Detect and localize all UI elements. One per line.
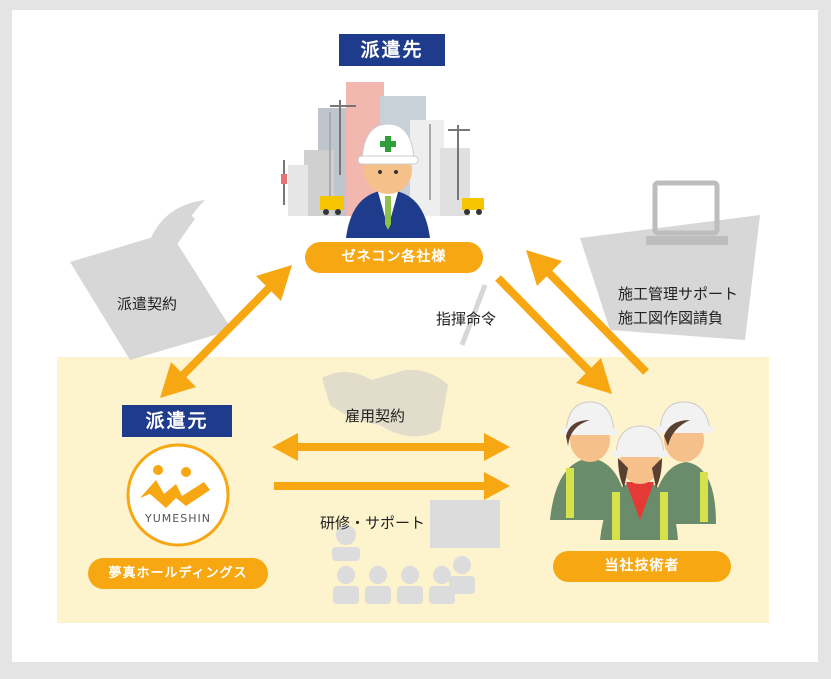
training-label: 研修・サポート bbox=[320, 514, 426, 532]
dispatcher-label: 派遣元 bbox=[122, 405, 232, 437]
dispatch-contract-label: 派遣契約 bbox=[117, 295, 178, 313]
command-label: 指揮命令 bbox=[436, 310, 497, 328]
client-label: 派遣先 bbox=[339, 34, 445, 66]
support-arrow bbox=[526, 250, 649, 375]
yumeshin-logo-icon bbox=[126, 443, 230, 547]
engineers-icon bbox=[550, 401, 716, 540]
handshake-icon bbox=[322, 369, 448, 437]
pen-icon bbox=[459, 284, 488, 346]
dispatcher-name-pill: 夢真ホールディングス bbox=[88, 558, 268, 589]
laptop-icon bbox=[580, 180, 760, 340]
training-arrow bbox=[274, 472, 510, 500]
command-arrow bbox=[495, 275, 612, 394]
engineers-name-pill: 当社技術者 bbox=[553, 551, 731, 582]
training-audience-icon bbox=[332, 500, 500, 604]
employment-label: 雇用契約 bbox=[345, 407, 406, 425]
support-label-line1: 施工管理サポート bbox=[618, 285, 739, 303]
client-name-pill: ゼネコン各社様 bbox=[305, 242, 483, 273]
dispatch-contract-arrow bbox=[160, 265, 292, 398]
contract-paper-icon bbox=[70, 200, 232, 360]
client-person-icon bbox=[346, 123, 430, 238]
employment-arrow bbox=[272, 433, 510, 461]
yumeshin-logo-text: YUMESHIN bbox=[145, 512, 211, 525]
support-label-line2: 施工図作図請負 bbox=[618, 309, 724, 327]
